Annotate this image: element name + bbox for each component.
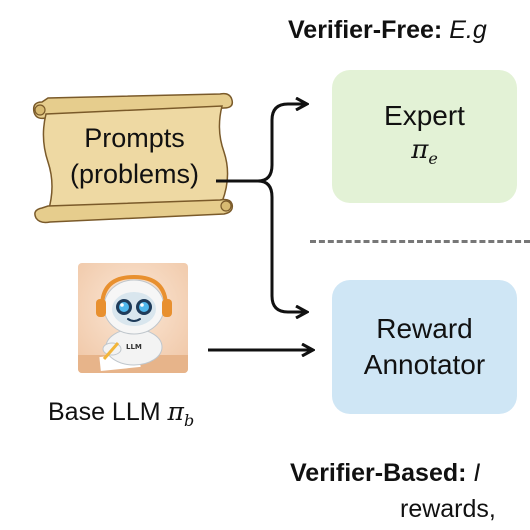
base-llm-subscript: b — [183, 411, 195, 430]
arrow-to-reward-from-prompts — [257, 179, 306, 312]
expert-subscript: e — [428, 149, 438, 169]
base-llm-symbol: πb — [167, 397, 195, 430]
arrow-to-expert — [257, 104, 306, 183]
verifier-based-subtext: rewards, — [400, 495, 496, 523]
reward-annotator-box: Reward Annotator — [332, 280, 517, 414]
base-llm-label: Base LLM πb — [48, 392, 248, 432]
reward-label-line-1: Reward — [376, 313, 473, 344]
scroll-icon — [32, 92, 234, 224]
prompts-line-2: (problems) — [69, 159, 200, 189]
verifier-free-title: Verifier-Free: — [288, 16, 443, 44]
verifier-based-header: Verifier-Based: I — [290, 457, 530, 489]
expert-label: Expert — [384, 99, 465, 131]
verifier-based-example: I — [473, 459, 481, 487]
expert-symbol: πe — [411, 134, 438, 175]
expert-pi: π — [411, 134, 429, 165]
verifier-free-header: Verifier-Free: E.g — [288, 14, 530, 46]
verifier-based-title: Verifier-Based: — [290, 459, 467, 487]
robot-image: LLM — [78, 263, 188, 373]
verifier-free-example: E.g — [449, 16, 487, 44]
prompts-line-1: Prompts — [84, 123, 185, 153]
section-divider — [310, 240, 530, 243]
base-llm-pi: π — [167, 397, 184, 426]
robot-badge: LLM — [126, 343, 142, 351]
robot-icon: LLM — [78, 263, 188, 373]
reward-label-line-2: Annotator — [363, 349, 486, 380]
base-llm-text: Base LLM — [48, 398, 161, 426]
prompts-label: Prompts (problems) — [52, 120, 217, 196]
expert-box: Expert πe — [332, 70, 517, 203]
